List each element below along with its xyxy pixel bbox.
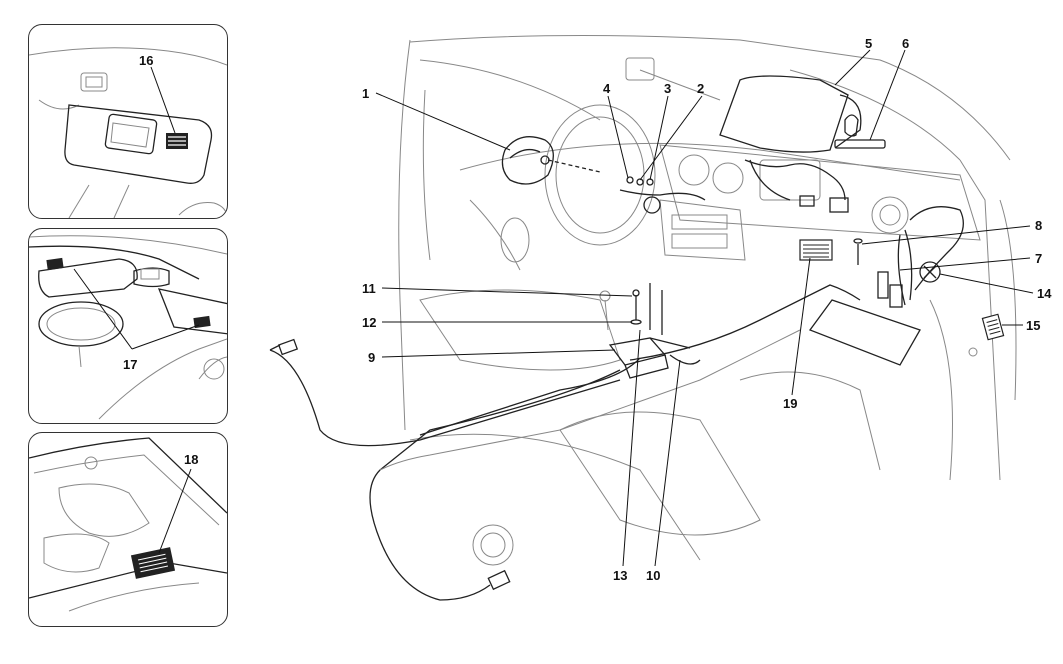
callout-6: 6 [902, 36, 909, 51]
callout-8: 8 [1035, 218, 1042, 233]
callout-19: 19 [783, 396, 797, 411]
label-19-sticker [799, 239, 833, 261]
passenger-airbag-module [719, 75, 886, 153]
callout-18: 18 [184, 452, 198, 467]
callout-11: 11 [362, 281, 376, 296]
driver-airbag-module [501, 136, 601, 185]
label-15-sticker [981, 313, 1005, 341]
callout-3: 3 [664, 81, 671, 96]
hood-drawing: 18 [29, 437, 227, 612]
label-18-sticker [130, 547, 176, 579]
interior-outline [398, 34, 1017, 566]
callout-1: 1 [362, 86, 369, 101]
callout-10: 10 [646, 568, 660, 583]
callout-7: 7 [1035, 251, 1042, 266]
callout-14: 14 [1037, 286, 1052, 301]
inset-sun-visor: 16 [28, 24, 228, 219]
wiring-harness [269, 159, 964, 601]
callout-15: 15 [1026, 318, 1040, 333]
callout-4: 4 [603, 81, 611, 96]
label-17a-sticker [46, 257, 64, 271]
callout-5: 5 [865, 36, 872, 51]
callout-13: 13 [613, 568, 627, 583]
callout-2: 2 [697, 81, 704, 96]
inset-headliner: 17 [28, 228, 228, 424]
callout-17: 17 [123, 357, 137, 372]
callout-labels: 1 2 3 4 5 6 7 8 9 10 11 12 13 14 15 19 [362, 36, 1052, 583]
sun-visor-drawing: 16 [29, 47, 227, 218]
callout-9: 9 [368, 350, 375, 365]
inset-hood: 18 [28, 432, 228, 627]
leader-lines [375, 49, 1034, 567]
headliner-drawing: 17 [29, 235, 227, 420]
callout-12: 12 [362, 315, 376, 330]
callout-16: 16 [139, 53, 153, 68]
